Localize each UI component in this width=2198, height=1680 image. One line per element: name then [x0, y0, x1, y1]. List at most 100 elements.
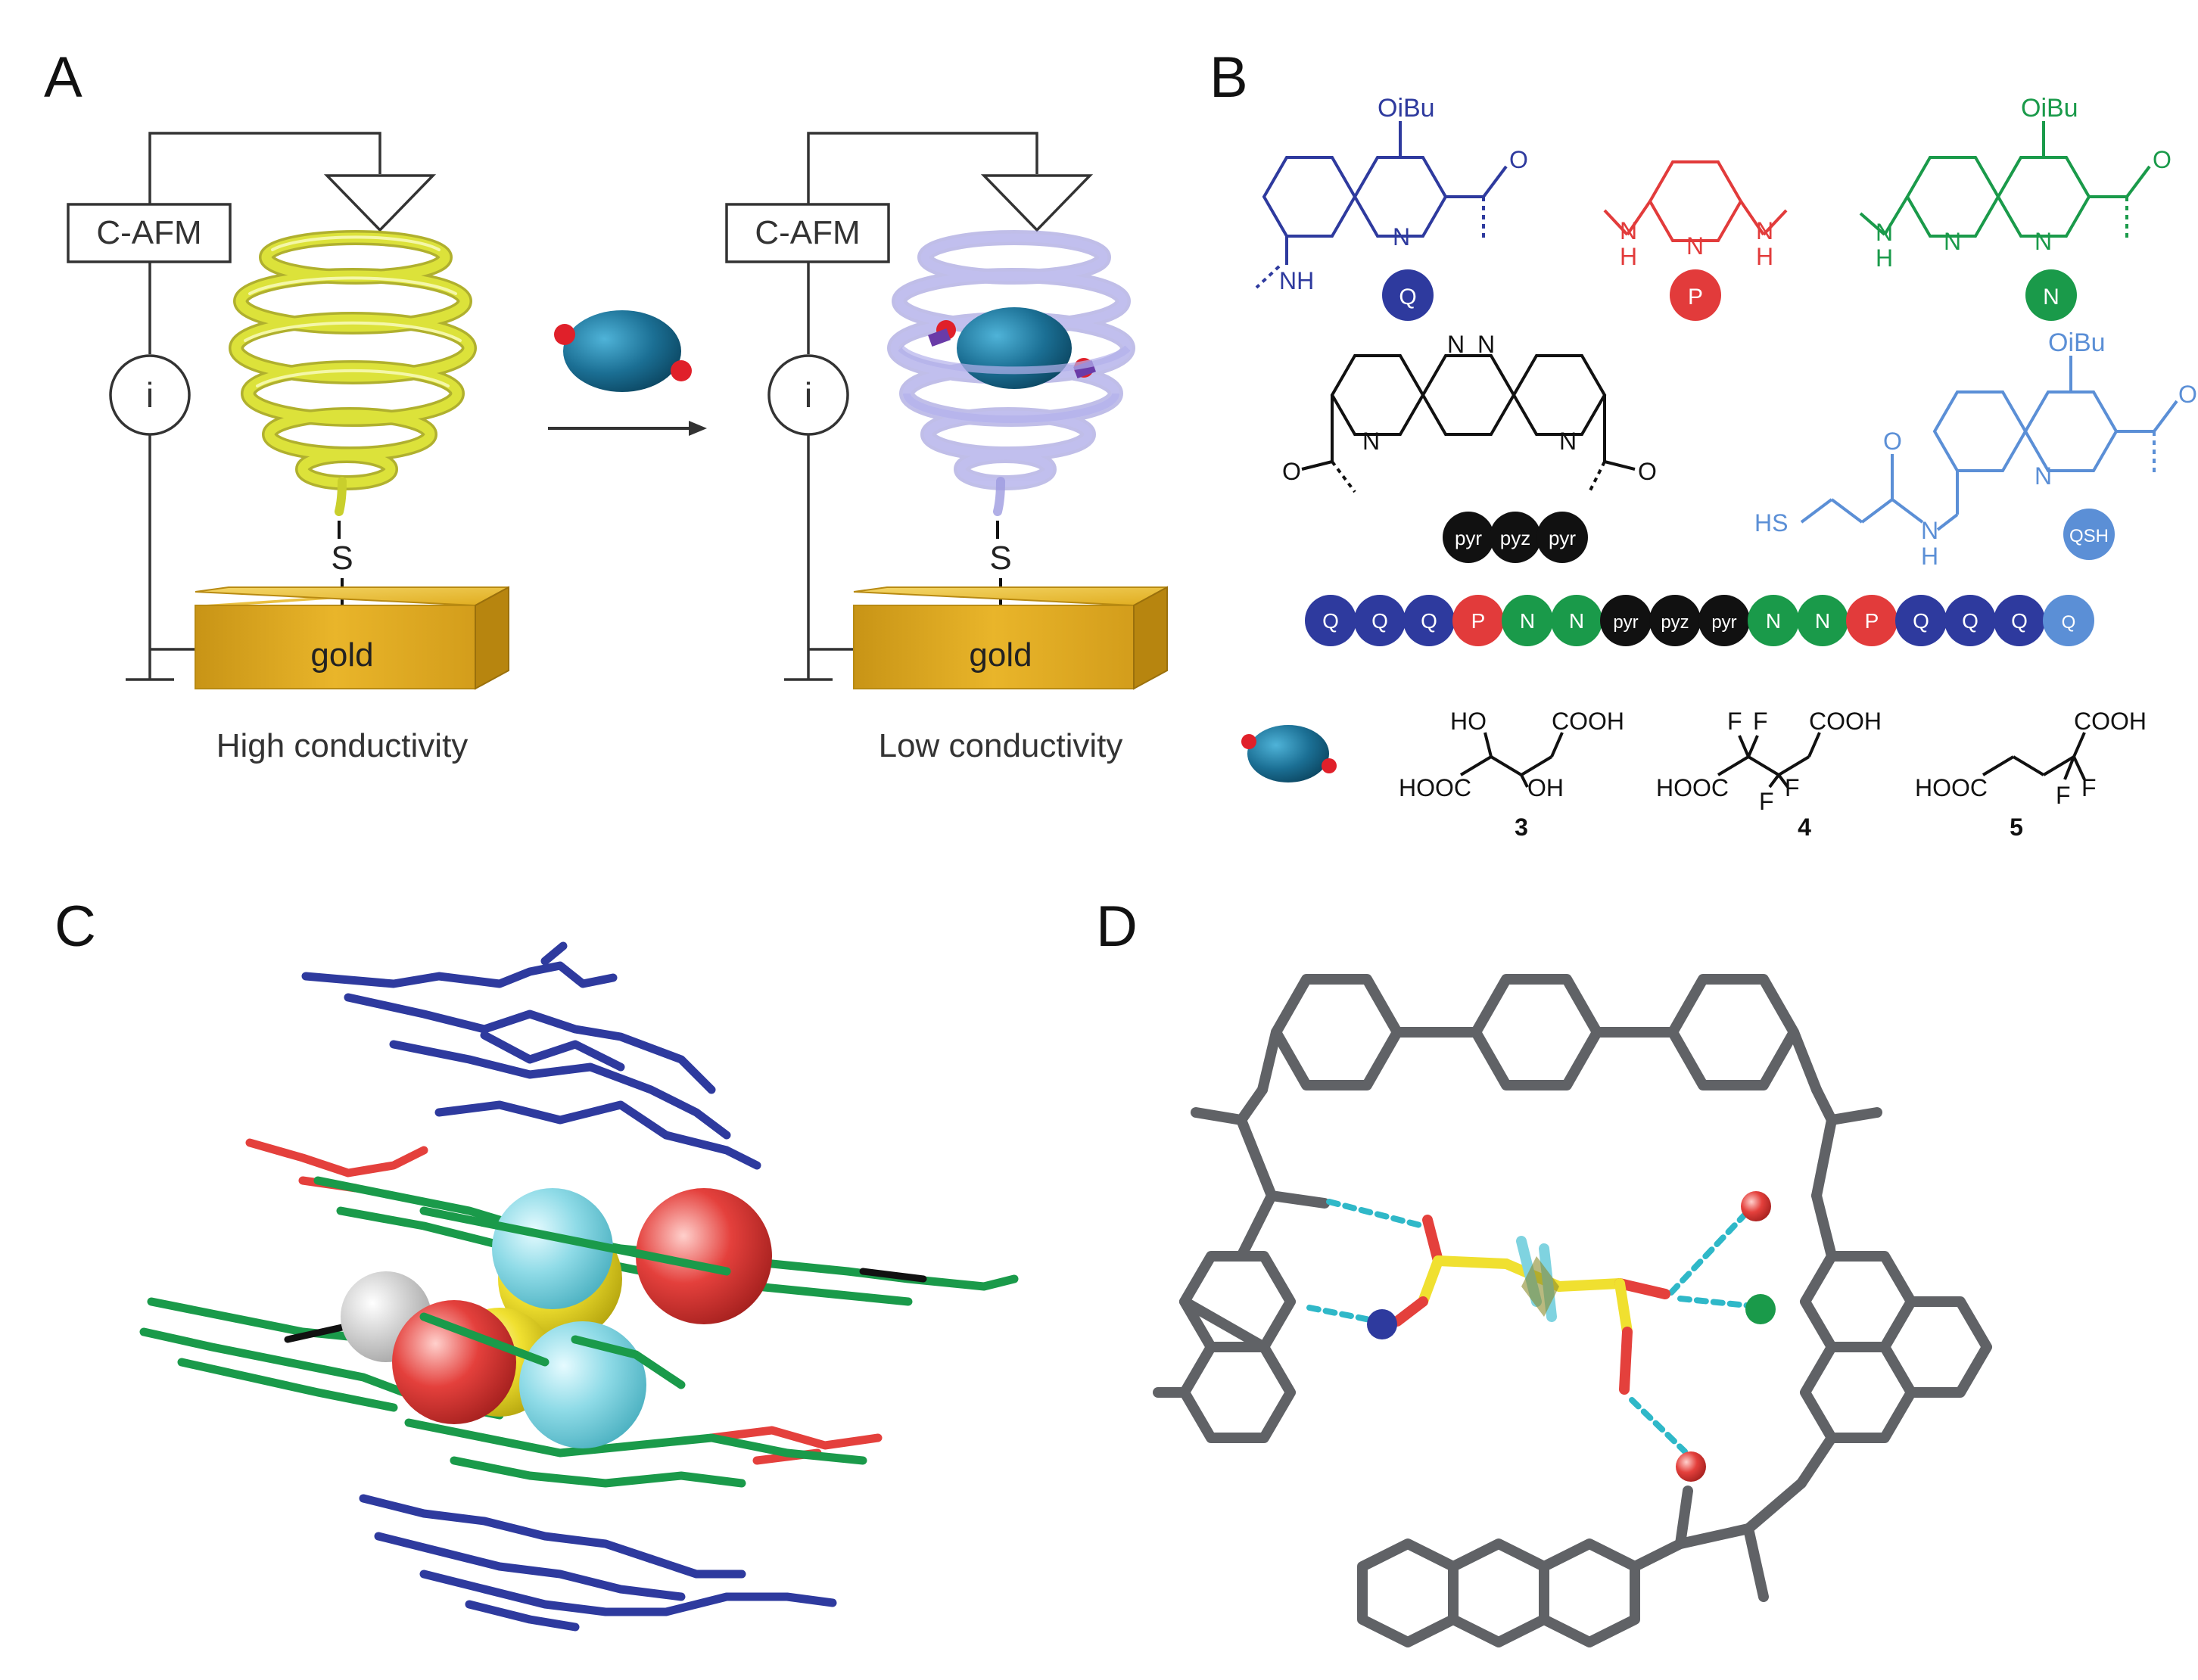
unit-qsh-structure — [1800, 356, 2178, 531]
guest-3-group-oh: OH — [1527, 774, 1564, 801]
crystal-structure-blue-top — [301, 941, 761, 1170]
panel-c: C — [54, 894, 1019, 1632]
guest-4-group-cooh: COOH — [1809, 708, 1882, 735]
sequence-unit-q — [1305, 595, 1356, 646]
unit-n-atom-o: O — [2153, 146, 2172, 173]
linker-atom-n4: N — [1559, 428, 1577, 455]
badge-n — [2025, 269, 2077, 321]
c-afm-box-right — [725, 203, 890, 263]
afm-setup-left — [109, 132, 437, 681]
binding-arrow — [548, 421, 707, 436]
panel-a: A C-AFM i — [44, 45, 1168, 764]
sequence-unit-label: N — [1569, 609, 1584, 633]
heteroatoms — [1367, 1191, 1776, 1482]
unit-qsh-substituent: OiBu — [2048, 328, 2106, 357]
sequence-unit-label: pyz — [1661, 612, 1689, 633]
guest-3-group-hooc: HOOC — [1399, 774, 1471, 801]
current-meter-label-right: i — [805, 375, 812, 415]
sequence-unit-n — [1502, 595, 1553, 646]
sequence-unit-label: Q — [1421, 609, 1437, 633]
sequence-unit-qsh — [2043, 595, 2094, 646]
guest-3-group-cooh: COOH — [1552, 708, 1624, 735]
badge-qsh-label: QSH — [2069, 526, 2109, 546]
current-meter-label-left: i — [146, 375, 154, 415]
sequence-unit-label: Q — [1371, 609, 1388, 633]
unit-n-substituent: OiBu — [2021, 94, 2078, 123]
macrocycle-sticks — [1153, 974, 1992, 1647]
unit-q-substituent: OiBu — [1378, 94, 1435, 123]
guest-4-group-f4: F — [1785, 774, 1800, 801]
helix-foldamer-left — [229, 230, 477, 516]
sequence-unit-label: N — [1766, 609, 1781, 633]
unit-qsh-atom-n1: N — [1921, 517, 1938, 544]
panel-b: B OiBu N NH O Q N H N H N — [1210, 45, 2197, 841]
gold-label-left: gold — [310, 636, 373, 674]
guest-5-group-cooh: COOH — [2074, 708, 2147, 735]
guest-5-group-f2: F — [2081, 774, 2097, 801]
unit-q-atom-nh: NH — [1279, 267, 1314, 294]
sequence-unit-q — [1354, 595, 1406, 646]
panel-d: D — [1096, 894, 1992, 1647]
unit-p-atom-n1: N — [1620, 217, 1637, 244]
crystal-structure-blue-bottom — [359, 1494, 837, 1632]
panel-label-c: C — [54, 894, 96, 959]
sequence-unit-label: N — [1520, 609, 1535, 633]
crystal-structure-green-front — [419, 1206, 731, 1389]
linker-atom-o2: O — [1638, 458, 1657, 485]
c-afm-box-left — [67, 203, 232, 263]
linker-atom-o1: O — [1282, 458, 1301, 485]
sulfur-label-right: S — [989, 540, 1011, 577]
badge-p-label: P — [1688, 285, 1703, 310]
unit-n-atom-n2: N — [2035, 228, 2052, 255]
sequence-unit-p — [1452, 595, 1504, 646]
guest-4-id: 4 — [1798, 814, 1811, 841]
unit-q-atom-o: O — [1509, 146, 1528, 173]
sequence-unit-q — [1403, 595, 1455, 646]
unit-qsh-atom-o1: O — [1883, 428, 1902, 455]
unit-p-atom-n3: N — [1756, 217, 1773, 244]
guest-backbone-plane — [1521, 1256, 1559, 1317]
sequence-unit-p — [1846, 595, 1898, 646]
unit-qsh-atom-h: H — [1921, 543, 1938, 570]
sequence-unit-label: N — [1815, 609, 1830, 633]
gold-substrate-right — [853, 586, 1168, 690]
guest-4-group-hooc: HOOC — [1656, 774, 1729, 801]
unit-p-atom-n2: N — [1686, 232, 1704, 260]
panel-label-b: B — [1210, 45, 1248, 110]
unit-qsh-atom-o2: O — [2178, 381, 2197, 408]
unit-qsh-atom-n2: N — [2035, 462, 2052, 490]
guest-3-structure — [1459, 732, 1564, 788]
guest-3-group-ho: HO — [1450, 708, 1487, 735]
sequence-unit-label: pyr — [1711, 612, 1736, 633]
guest-capsule-arrow — [554, 310, 692, 392]
c-afm-label-left: C-AFM — [96, 214, 201, 251]
guest-4-group-f2: F — [1753, 708, 1768, 735]
caption-low-conductivity: Low conductivity — [879, 727, 1123, 764]
c-afm-label-right: C-AFM — [755, 214, 860, 251]
sequence-unit-label: P — [1471, 609, 1486, 633]
unit-q-structure — [1255, 121, 1508, 289]
unit-n-structure — [1859, 121, 2151, 242]
guest-5-group-hooc: HOOC — [1915, 774, 1988, 801]
unit-n-atom-n3: N — [1876, 219, 1893, 246]
unit-n-atom-h: H — [1876, 244, 1893, 272]
badge-n-label: N — [2043, 285, 2059, 310]
guest-capsule-legend — [1241, 725, 1337, 782]
unit-n-atom-n1: N — [1944, 228, 1961, 255]
guest-4-group-f3: F — [1759, 788, 1774, 815]
panel-label-a: A — [44, 45, 83, 110]
helix-front-right — [898, 345, 1131, 423]
guest-3-id: 3 — [1515, 814, 1528, 841]
caption-high-conductivity: High conductivity — [216, 727, 469, 764]
sequence-unit-label: Q — [2011, 609, 2028, 633]
sequence-unit-n — [1797, 595, 1848, 646]
sequence-unit-q — [1994, 595, 2045, 646]
linker-atom-n3: N — [1477, 331, 1495, 358]
guest-5-group-f1: F — [2056, 782, 2071, 809]
sequence-unit-pyz — [1649, 595, 1701, 646]
linker-structure — [1301, 354, 1636, 493]
unit-p-atom-h2: H — [1756, 243, 1773, 270]
afm-setup-right — [767, 132, 1094, 681]
